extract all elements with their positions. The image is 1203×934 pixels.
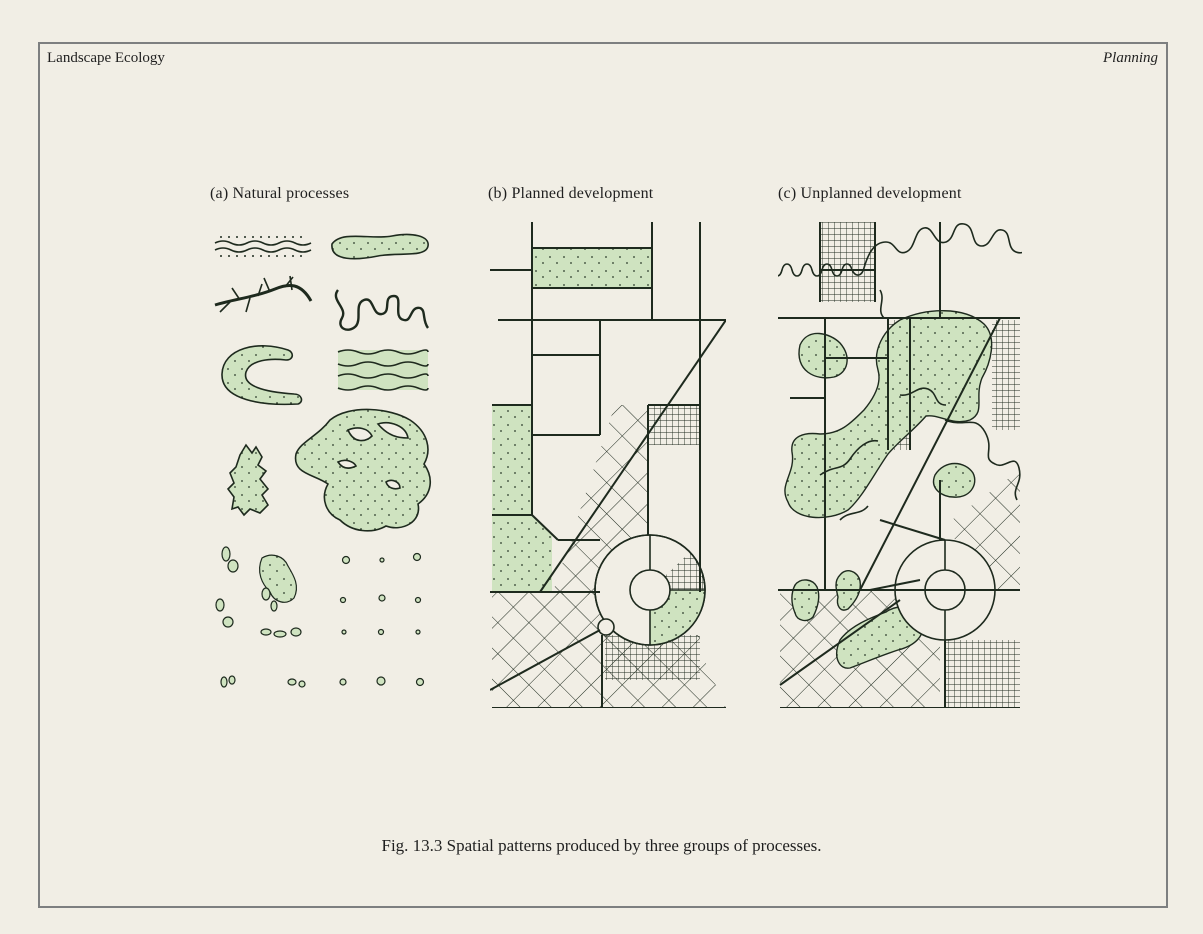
figure-caption: Fig. 13.3 Spatial patterns produced by t… [381, 836, 822, 855]
panel-c-title: (c) Unplanned development [778, 185, 962, 202]
panel-a-title: (a) Natural processes [210, 185, 350, 202]
running-header-left: Landscape Ecology [47, 50, 165, 66]
panel-b-drawing [490, 222, 726, 708]
running-header-right: Planning [1103, 50, 1158, 66]
page-frame [38, 42, 1168, 908]
panel-c-drawing [778, 222, 1022, 708]
panel-a-drawing [214, 233, 431, 688]
panel-b-title: (b) Planned development [488, 185, 654, 202]
